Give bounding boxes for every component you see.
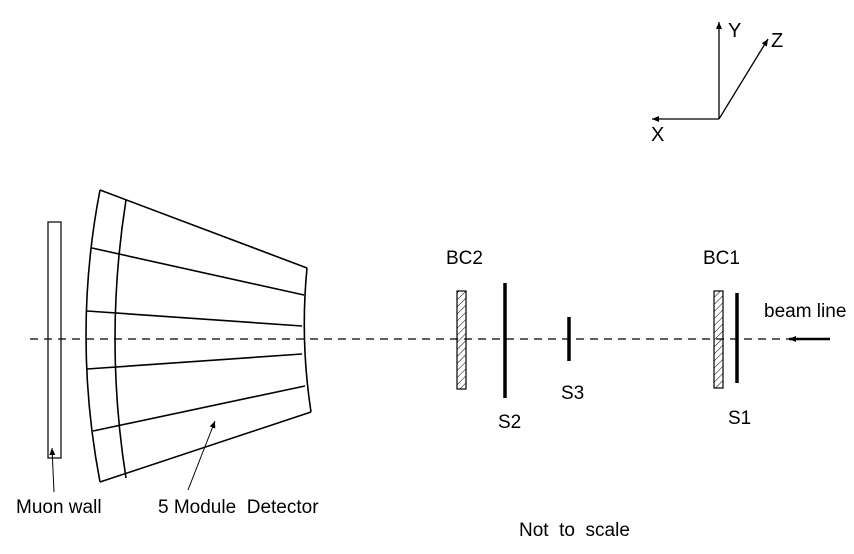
detector-label: 5 Module Detector: [158, 497, 319, 518]
z-axis-label: Z: [771, 30, 783, 52]
beam-chamber-bc2: [456, 290, 467, 390]
bc1-label: BC1: [703, 248, 740, 269]
s1-label: S1: [728, 408, 751, 429]
muon-wall-pointer: [49, 447, 56, 493]
coordinate-axes: Y X Z: [651, 20, 783, 146]
beam-line-label: beam line: [764, 301, 846, 322]
detector-back-face: [303, 267, 312, 413]
detector-pointer: [187, 420, 216, 491]
beam-chamber-bc1: [713, 290, 724, 389]
module-boundary-2: [86, 310, 303, 327]
five-module-detector: [85, 189, 312, 483]
muon-wall: [47, 221, 62, 459]
bc2-label: BC2: [446, 248, 483, 269]
s3-label: S3: [561, 383, 584, 404]
module-boundary-3: [86, 353, 303, 370]
x-axis-label: X: [651, 124, 664, 146]
detector-inner-arc: [114, 199, 127, 479]
module-boundary-4: [92, 385, 306, 432]
scale-note: Not to scale: [519, 520, 630, 541]
y-axis-label: Y: [728, 20, 741, 42]
z-axis-arrow: [718, 38, 769, 120]
muon-wall-label: Muon wall: [16, 497, 102, 518]
module-boundary-1: [91, 247, 305, 296]
detector-bottom-edge: [99, 411, 312, 483]
detector-top-edge: [99, 189, 308, 269]
detector-outer-front-arc: [85, 189, 101, 483]
s2-label: S2: [498, 412, 521, 433]
